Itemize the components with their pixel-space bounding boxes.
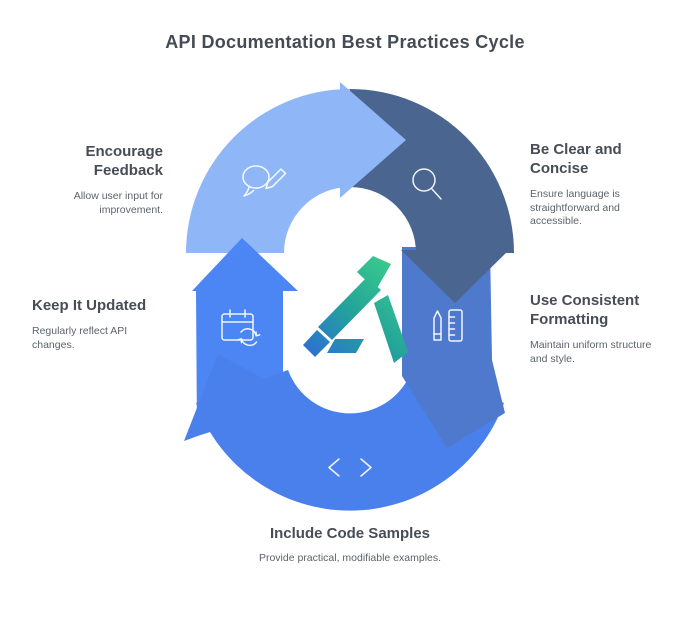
step-block-use-consistent-formatting: Use Consistent Formatting Maintain unifo… xyxy=(530,291,670,366)
logo-piece-left-leg xyxy=(318,277,381,340)
pencil-ruler-icon xyxy=(433,309,463,342)
logo-piece-top-flag xyxy=(357,256,391,290)
center-logo xyxy=(303,256,408,363)
calendar-refresh-icon xyxy=(221,309,261,347)
step-block-keep-it-updated: Keep It Updated Regularly reflect API ch… xyxy=(32,296,167,352)
logo-piece-right-leg xyxy=(374,295,408,363)
step-description: Provide practical, modifiable examples. xyxy=(258,552,442,565)
logo-piece-crossbar xyxy=(327,339,364,353)
arrowhead-be-clear-and-concise xyxy=(401,250,509,303)
step-heading: Use Consistent Formatting xyxy=(530,292,640,329)
step-description: Allow user input for improvement. xyxy=(73,190,163,216)
step-block-include-code-samples: Include Code Samples Provide practical, … xyxy=(235,524,465,566)
step-block-be-clear-and-concise: Be Clear and Concise Ensure language is … xyxy=(530,140,670,229)
page-title: API Documentation Best Practices Cycle xyxy=(165,32,525,52)
segment-arrow-use-consistent-formatting xyxy=(402,247,505,448)
step-description: Maintain uniform structure and style. xyxy=(530,339,652,365)
segment-arc-encourage-feedback xyxy=(186,89,350,253)
arrowhead-encourage-feedback xyxy=(340,82,406,198)
speech-bubble-pencil-icon xyxy=(242,165,287,197)
arrowhead-include-code-samples xyxy=(184,354,300,441)
step-heading: Keep It Updated xyxy=(32,297,147,314)
step-heading: Include Code Samples xyxy=(269,525,431,542)
step-heading: Be Clear and Concise xyxy=(530,141,622,178)
step-description: Ensure language is straightforward and a… xyxy=(530,188,620,228)
step-block-encourage-feedback: Encourage Feedback Allow user input for … xyxy=(20,142,163,217)
magnifier-icon xyxy=(412,168,442,200)
step-description: Regularly reflect API changes. xyxy=(32,325,128,351)
code-brackets-icon xyxy=(328,458,372,477)
logo-piece-lower-left xyxy=(303,330,330,357)
step-heading: Encourage Feedback xyxy=(85,143,163,180)
